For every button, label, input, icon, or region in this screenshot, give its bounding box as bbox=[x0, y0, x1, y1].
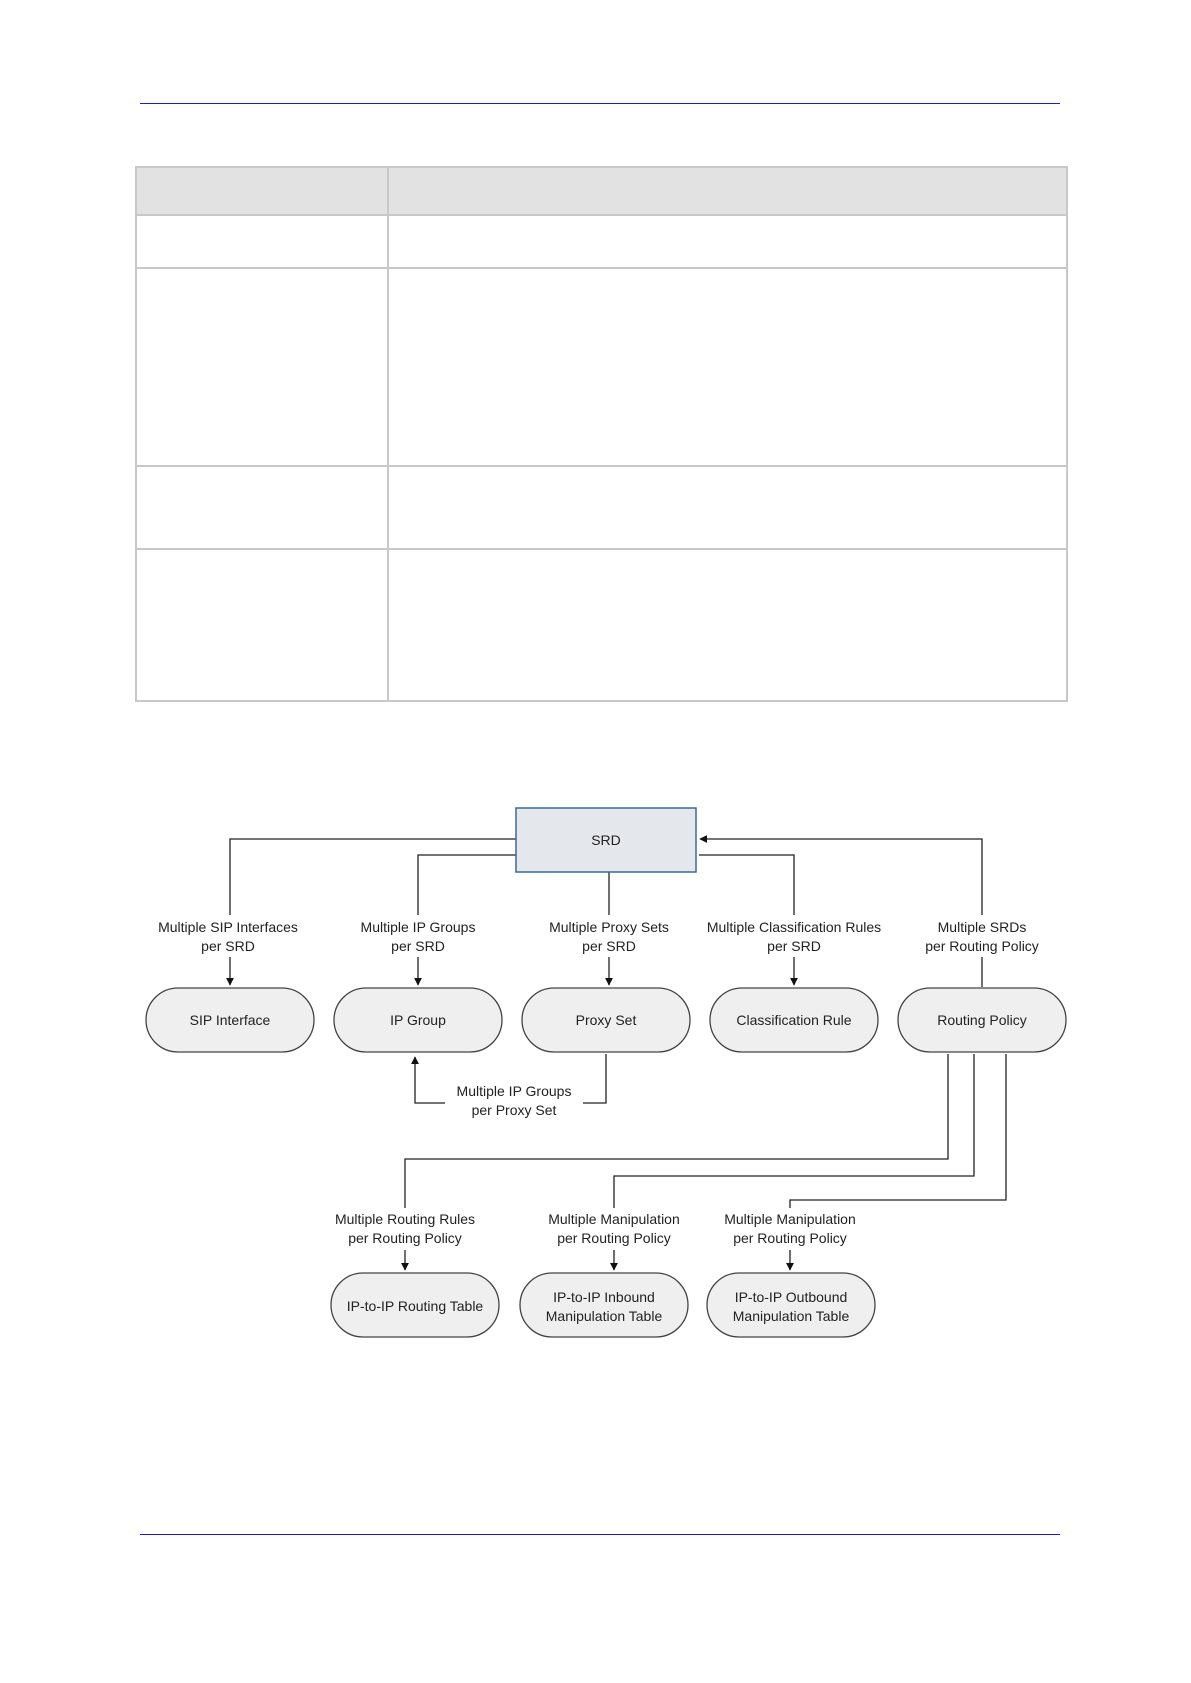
inbound-table-label-line2: Manipulation Table bbox=[546, 1308, 663, 1324]
table-cell bbox=[387, 214, 1068, 269]
edge-label: Multiple IP Groups bbox=[457, 1083, 572, 1099]
sip-interface-node bbox=[145, 987, 315, 1053]
ip-group-label: IP Group bbox=[390, 1012, 446, 1028]
table-cell bbox=[135, 267, 389, 467]
table-cell bbox=[135, 465, 389, 550]
routing-table-label: IP-to-IP Routing Table bbox=[347, 1298, 484, 1314]
routing-policy-label: Routing Policy bbox=[937, 1012, 1027, 1028]
edge-label: Multiple IP Groups bbox=[361, 919, 476, 935]
label-masks bbox=[145, 915, 1051, 1250]
outbound-table-label-line2: Manipulation Table bbox=[733, 1308, 850, 1324]
sip-interface-label: SIP Interface bbox=[190, 1012, 271, 1028]
edge-label: Multiple Routing Rules bbox=[335, 1211, 475, 1227]
edge-label: per Routing Policy bbox=[557, 1230, 671, 1246]
table-cell bbox=[387, 548, 1068, 702]
ip-group-node bbox=[333, 987, 503, 1053]
edge-label: Multiple SIP Interfaces bbox=[158, 919, 298, 935]
edge-label: Multiple SRDs bbox=[938, 919, 1027, 935]
edge-label: per SRD bbox=[201, 938, 255, 954]
connectors bbox=[226, 835, 1007, 1271]
edge-label: per Proxy Set bbox=[472, 1102, 557, 1118]
edge-srd-sip-interface bbox=[226, 838, 519, 986]
header-rule bbox=[140, 103, 1060, 104]
table-cell bbox=[135, 548, 389, 702]
outbound-table-label-line1: IP-to-IP Outbound bbox=[735, 1289, 848, 1305]
routing-table-node bbox=[330, 1272, 500, 1338]
edge-label: Multiple Manipulation bbox=[548, 1211, 680, 1227]
edge-label: per Routing Policy bbox=[348, 1230, 462, 1246]
edge-label: per Routing Policy bbox=[925, 938, 1039, 954]
edge-label: per SRD bbox=[391, 938, 445, 954]
table-header-cell bbox=[135, 166, 389, 216]
proxy-set-node bbox=[521, 987, 691, 1053]
table-header-cell bbox=[387, 166, 1068, 216]
table-row bbox=[135, 465, 1068, 550]
edge-label: per Routing Policy bbox=[733, 1230, 847, 1246]
table-cell bbox=[135, 214, 389, 269]
table-row bbox=[135, 267, 1068, 467]
table-header-row bbox=[135, 166, 1068, 216]
table-row bbox=[135, 214, 1068, 269]
inbound-table-node bbox=[519, 1272, 689, 1338]
classification-rule-label: Classification Rule bbox=[736, 1012, 851, 1028]
edge-label: Multiple Classification Rules bbox=[707, 919, 881, 935]
edge-label: Multiple Manipulation bbox=[724, 1211, 856, 1227]
table-cell bbox=[387, 267, 1068, 467]
footer-rule bbox=[140, 1534, 1060, 1535]
srd-label: SRD bbox=[591, 832, 621, 848]
edge-label: per SRD bbox=[767, 938, 821, 954]
parameter-table bbox=[135, 166, 1068, 702]
inbound-table-label-line1: IP-to-IP Inbound bbox=[553, 1289, 655, 1305]
classification-rule-node bbox=[709, 987, 879, 1053]
proxy-set-label: Proxy Set bbox=[576, 1012, 637, 1028]
routing-policy-node bbox=[897, 987, 1067, 1053]
table-row bbox=[135, 548, 1068, 702]
srd-node: SRD bbox=[515, 807, 697, 873]
table-cell bbox=[387, 465, 1068, 550]
edge-label: Multiple Proxy Sets bbox=[549, 919, 669, 935]
outbound-table-node bbox=[706, 1272, 876, 1338]
edge-routing-policy-srd bbox=[699, 835, 983, 987]
edge-label: per SRD bbox=[582, 938, 636, 954]
